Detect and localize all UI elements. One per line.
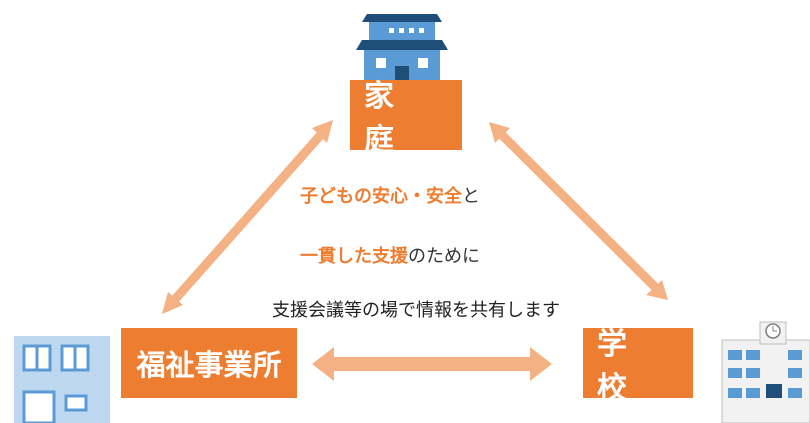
node-welfare-office: 福祉事業所 (121, 328, 297, 398)
message-line-3: 支援会議等の場で情報を共有します (272, 300, 560, 321)
arrow-home-welfare (162, 120, 333, 314)
house-icon (356, 14, 448, 80)
office-building-icon (14, 336, 110, 423)
message-line-2: 一貫した支援のために (300, 242, 550, 268)
arrow-home-school (489, 122, 668, 300)
message-line-1-rest: と (462, 186, 480, 207)
node-school: 学 校 (583, 327, 693, 406)
message-line-1: 子どもの安心・安全と (300, 182, 550, 208)
node-home: 家 庭 (350, 79, 462, 158)
message-line-2-rest: のために (408, 246, 480, 267)
arrow-welfare-school (312, 347, 552, 381)
school-building-icon (721, 321, 810, 423)
message-line-1-highlight: 子どもの安心・安全 (300, 186, 462, 207)
message-line-2-highlight: 一貫した支援 (300, 246, 408, 267)
